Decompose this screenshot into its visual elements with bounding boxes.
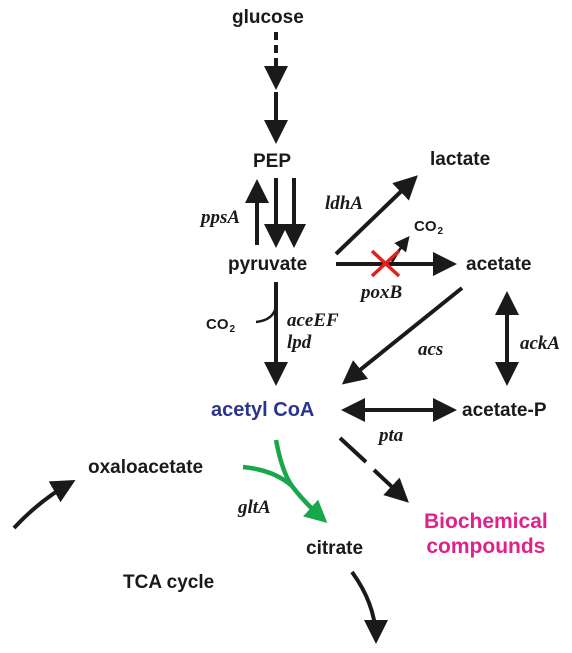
enzyme-ldha: ldhA bbox=[325, 193, 364, 214]
enzyme-ppsa: ppsA bbox=[201, 207, 241, 228]
metabolite-glucose: glucose bbox=[232, 7, 304, 28]
biochemical-compounds-line-1: Biochemical bbox=[424, 510, 548, 533]
enzyme-lpd: lpd bbox=[287, 332, 312, 353]
aceef-co2-arrow bbox=[255, 305, 278, 324]
enzyme-poxb: poxB bbox=[361, 282, 403, 303]
co2-label-poxb: CO2 bbox=[414, 219, 443, 237]
citrate-out-arrow bbox=[350, 570, 388, 644]
to-compounds-dash bbox=[338, 436, 368, 464]
metabolite-oxaloacetate: oxaloacetate bbox=[88, 457, 204, 478]
enzyme-aceef: aceEF bbox=[287, 310, 339, 331]
metabolite-lactate: lactate bbox=[430, 149, 491, 170]
co2-base: CO bbox=[206, 316, 229, 333]
acs-arrow bbox=[341, 286, 464, 385]
biochemical-compounds-line-2: compounds bbox=[426, 535, 546, 558]
metabolite-pep: PEP bbox=[253, 151, 292, 172]
metabolite-pyruvate: pyruvate bbox=[228, 254, 308, 275]
tca-cycle-label: TCA cycle bbox=[123, 572, 215, 593]
enzyme-acs: acs bbox=[418, 339, 444, 360]
metabolite-acetate-p: acetate-P bbox=[462, 400, 547, 421]
co2-label-aceef: CO2 bbox=[206, 317, 235, 335]
biochemical-compounds-label: Biochemical compounds bbox=[424, 509, 548, 559]
to-compounds-arrow bbox=[372, 468, 409, 503]
poxb-co2-arrow bbox=[390, 236, 410, 263]
enzyme-acka: ackA bbox=[520, 333, 561, 354]
metabolite-acetyl-coa: acetyl CoA bbox=[211, 399, 315, 421]
tca-cycle-arrow bbox=[12, 480, 76, 530]
enzyme-glta: gltA bbox=[238, 497, 271, 518]
poxb-deletion-mark-b bbox=[370, 249, 401, 278]
co2-base: CO bbox=[414, 218, 437, 235]
glta-arrow-from-oxaloacetate bbox=[242, 464, 294, 488]
co2-subscript: 2 bbox=[437, 226, 444, 237]
metabolite-acetate: acetate bbox=[466, 254, 532, 275]
metabolite-citrate: citrate bbox=[306, 538, 364, 559]
enzyme-pta: pta bbox=[379, 425, 404, 446]
co2-subscript: 2 bbox=[229, 324, 236, 335]
ldha-arrow bbox=[334, 175, 418, 256]
